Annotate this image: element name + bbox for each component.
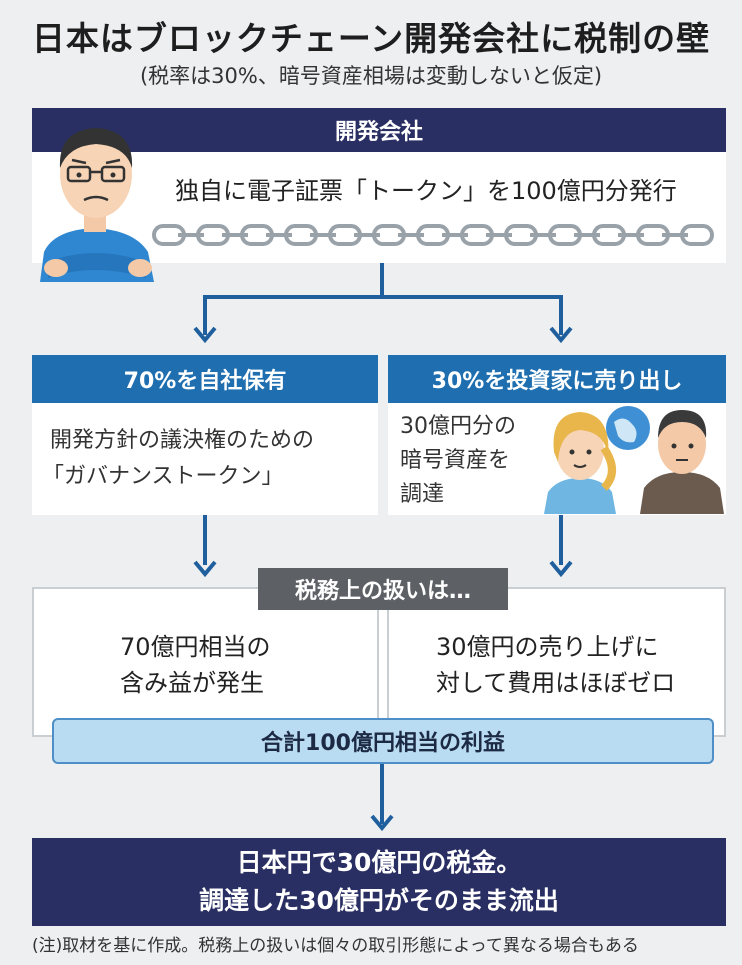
connector-horizontal [203, 295, 563, 299]
chain-link [680, 224, 714, 246]
developer-header-label: 開発会社 [334, 120, 423, 145]
arrow-down-icon [549, 326, 573, 344]
tax-treatment-label-text: 税務上の扱いは… [294, 579, 471, 604]
tax-treatment-panel [32, 587, 726, 737]
chain-icon [152, 224, 714, 246]
footnote: (注)取材を基に作成。税務上の扱いは個々の取引形態によって異なる場合もある [32, 936, 639, 956]
right-branch-line3: 調達 [400, 482, 445, 507]
left-branch-header: 70%を自社保有 [32, 355, 378, 403]
tax-divider [377, 600, 389, 730]
connector-left-tax [203, 515, 207, 565]
arrow-down-icon [549, 560, 573, 578]
arrow-down-icon [370, 814, 394, 832]
connector-main [380, 263, 384, 297]
right-branch-header: 30%を投資家に売り出し [388, 355, 726, 403]
tax-right-line2: 対して費用はほぼゼロ [436, 669, 676, 697]
page-title: 日本はブロックチェーン開発会社に税制の壁 [31, 19, 711, 58]
arrow-down-icon [193, 326, 217, 344]
connector-left-down [203, 295, 207, 335]
arrow-down-icon [193, 560, 217, 578]
tax-treatment-label: 税務上の扱いは… [258, 568, 508, 610]
connector-right-tax [559, 515, 563, 565]
right-branch-line1: 30億円分の [400, 414, 516, 439]
tax-left-line2: 含み益が発生 [120, 669, 264, 697]
investors-icon [544, 406, 724, 514]
developer-issue-text: 独自に電子証票「トークン」を100億円分発行 [175, 177, 677, 205]
result-line1: 日本円で30億円の税金。 [236, 848, 522, 877]
connector-result [380, 764, 384, 824]
right-branch-line2: 暗号資産を [400, 448, 511, 473]
result-box: 日本円で30億円の税金。 調達した30億円がそのまま流出 [32, 838, 726, 926]
left-branch-line2: 「ガバナンストークン」 [42, 464, 284, 489]
result-line2: 調達した30億円がそのまま流出 [199, 886, 559, 915]
tax-left-line1: 70億円相当の [120, 633, 271, 661]
right-branch-header-label: 30%を投資家に売り出し [431, 369, 683, 394]
page-subtitle: (税率は30%、暗号資産相場は変動しないと仮定) [139, 64, 603, 88]
connector-right-down [559, 295, 563, 335]
tax-right-line1: 30億円の売り上げに [436, 633, 659, 661]
left-branch-header-label: 70%を自社保有 [123, 369, 287, 394]
total-profit-bar: 合計100億円相当の利益 [52, 718, 714, 764]
left-branch-line1: 開発方針の議決権のための [50, 428, 315, 453]
developer-person-icon [40, 128, 154, 282]
developer-header: 開発会社 [32, 108, 726, 152]
total-profit-text: 合計100億円相当の利益 [261, 731, 505, 756]
